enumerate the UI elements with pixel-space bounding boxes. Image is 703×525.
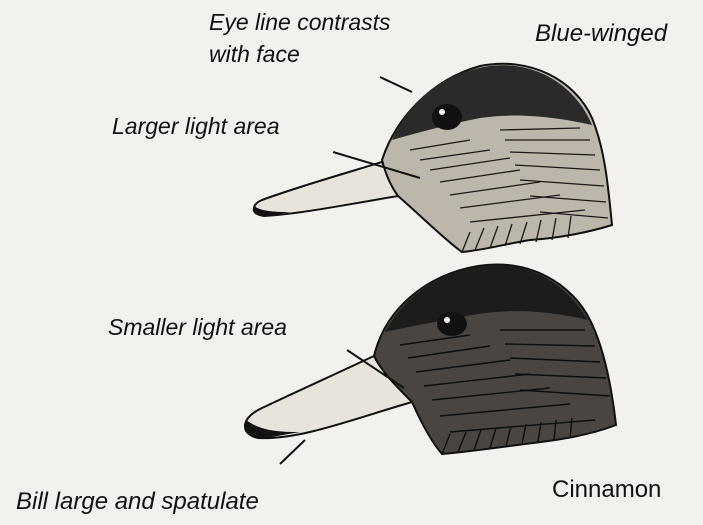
eye-line-pointer [380,77,412,92]
bill-pointer [280,440,305,464]
bill-description-label: Bill large and spatulate [16,488,259,516]
blue-winged-bill [254,162,398,216]
blue-winged-eye-icon [432,104,462,130]
species-title-blue-winged: Blue-winged [535,20,667,48]
smaller-light-area-label: Smaller light area [108,313,287,341]
eye-line-label-line2: with face [209,40,300,68]
cinnamon-eye-icon [437,312,467,336]
cinnamon-head-drawing [244,265,616,464]
larger-light-area-label: Larger light area [112,112,280,140]
blue-winged-head-drawing [253,64,612,252]
eye-line-label-line1: Eye line contrasts [209,8,391,36]
species-title-cinnamon: Cinnamon [552,476,661,504]
